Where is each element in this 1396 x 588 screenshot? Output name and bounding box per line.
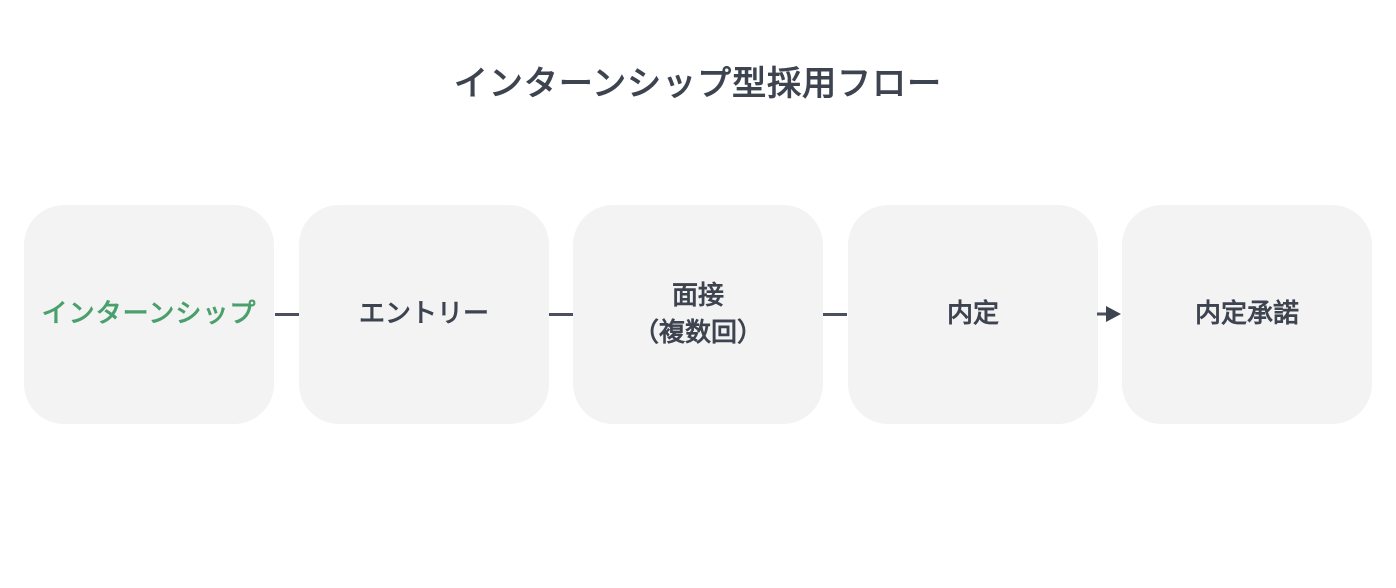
step-label: インターンシップ	[41, 299, 257, 329]
connector-line	[823, 313, 847, 316]
step-interview: 面接 （複数回）	[573, 205, 823, 424]
step-label: 内定承諾	[1194, 299, 1299, 329]
step-internship: インターンシップ	[24, 205, 274, 424]
step-offer: 内定	[848, 205, 1098, 424]
connector-line	[275, 313, 299, 316]
connector-line	[549, 313, 573, 316]
step-label: 面接 （複数回）	[632, 280, 763, 348]
arrow-right-icon	[1097, 306, 1121, 322]
step-entry: エントリー	[299, 205, 549, 424]
step-label: 内定	[946, 299, 999, 329]
step-offer-acceptance: 内定承諾	[1122, 205, 1372, 424]
diagram-title: インターンシップ型採用フロー	[453, 64, 943, 104]
step-label: エントリー	[358, 299, 489, 329]
